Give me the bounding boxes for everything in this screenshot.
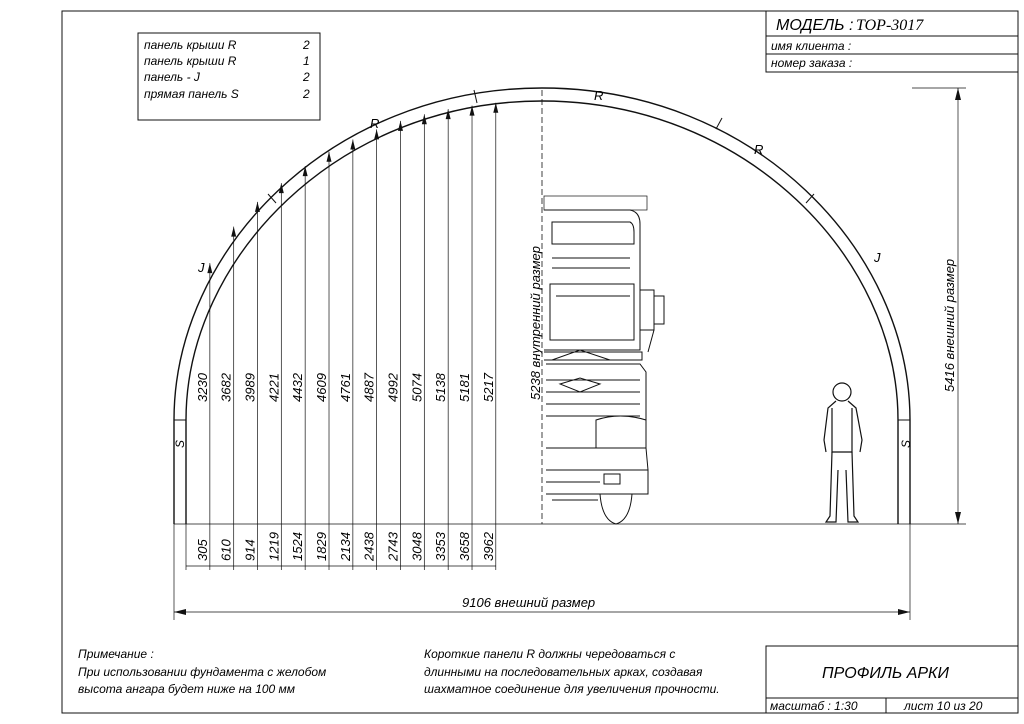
note-line-2: высота ангара будет ниже на 100 мм [78, 682, 295, 696]
sheet-frame [61, 10, 1019, 714]
panel-label-r-left: R [370, 116, 379, 131]
sheet-number: лист 10 из 20 [903, 699, 983, 713]
model-value: TOP-3017 [856, 17, 924, 34]
offset-label: 1219 [266, 532, 281, 561]
offset-label: 305 [195, 539, 210, 561]
note-title: Примечание : [78, 647, 154, 661]
height-arrow [493, 102, 499, 113]
offset-dimension-chain: 305 610 914 1219 1524 1829 2134 2438 2743 3048 335… [185, 524, 497, 570]
panel-label-s-right: S [899, 440, 913, 448]
height-label: 4761 [338, 373, 353, 402]
height-arrow [421, 114, 427, 125]
height-arrow [254, 201, 260, 212]
height-label: 5181 [457, 373, 472, 402]
offset-label: 2743 [385, 531, 400, 562]
legend-qty-1: 2 [302, 38, 310, 52]
offset-label: 914 [242, 539, 257, 561]
outer-height-dimension: 5416 внешний размер [912, 87, 966, 524]
legend-qty-2: 1 [303, 54, 310, 68]
offset-label: 3048 [409, 531, 424, 561]
note-line-1: При использовании фундамента с желобом [78, 665, 326, 679]
height-arrow [278, 183, 284, 194]
height-label: 5138 [433, 372, 448, 402]
height-label: 5217 [481, 372, 496, 402]
legend-name-3: панель - J [144, 70, 201, 84]
order-label: номер заказа : [771, 56, 852, 70]
inner-height-label: 5238 внутренний размер [528, 246, 543, 400]
panel-label-s-left: S [173, 440, 187, 448]
height-label: 4609 [314, 373, 329, 402]
legend-qty-3: 2 [302, 70, 310, 84]
offset-label: 3353 [433, 531, 448, 561]
height-arrow [231, 226, 237, 237]
offset-label: 3658 [457, 531, 472, 561]
height-arrow [469, 105, 475, 116]
height-arrow [302, 166, 308, 177]
legend-name-1: панель крыши R [144, 38, 237, 52]
arch-outer [173, 87, 911, 524]
truck-illustration [543, 195, 665, 525]
scale-label: масштаб : 1:30 [770, 699, 858, 713]
outer-width-label: 9106 внешний размер [462, 595, 595, 610]
panel-label-j-right: J [873, 250, 881, 265]
legend-name-2: панель крыши R [144, 54, 237, 68]
offset-label: 2134 [338, 532, 353, 562]
offset-label: 1829 [314, 532, 329, 561]
person-illustration [823, 382, 863, 523]
panel-label-r-top: R [594, 88, 603, 103]
offset-label: 610 [219, 539, 234, 561]
offset-label: 1524 [290, 532, 305, 561]
height-label: 4992 [385, 372, 400, 402]
height-label: 3682 [219, 372, 234, 402]
height-label: 4887 [362, 372, 377, 402]
legend-qty-4: 2 [302, 87, 310, 101]
offset-label: 2438 [362, 531, 377, 562]
height-label: 4432 [290, 372, 305, 402]
arch-labels: R R R J J S S [173, 88, 913, 448]
panel-label-j-left: J [197, 260, 205, 275]
panels-note-line-3: шахматное соединение для увеличения проч… [424, 682, 720, 696]
outer-height-label: 5416 внешний размер [942, 259, 957, 392]
panels-note-line-2: длинными на последовательных арках, созд… [424, 665, 703, 679]
height-arrow [350, 139, 356, 150]
outer-width-dimension: 9106 внешний размер [173, 524, 911, 620]
footer-block: ПРОФИЛЬ АРКИ масштаб : 1:30 лист 10 из 2… [765, 645, 1019, 714]
height-label: 3230 [195, 372, 210, 402]
height-arrow [207, 263, 213, 274]
height-arrow [326, 151, 332, 162]
notes: Примечание : При использовании фундамент… [78, 647, 720, 696]
client-label: имя клиента : [771, 39, 851, 53]
title-block: МОДЕЛЬ : TOP-3017 имя клиента : номер за… [765, 10, 1019, 73]
model-label: МОДЕЛЬ : [776, 17, 853, 34]
height-dimension-lines: 3230 3682 3989 4221 4432 4609 4761 4887 4992 5074… [195, 102, 499, 524]
height-label: 3989 [242, 373, 257, 402]
height-arrow [397, 120, 403, 131]
sheet-title: ПРОФИЛЬ АРКИ [822, 665, 949, 682]
height-label: 4221 [266, 373, 281, 402]
height-arrow [374, 129, 380, 140]
panel-legend: панель крыши R 2 панель крыши R 1 панель… [137, 32, 321, 121]
height-label: 5074 [409, 373, 424, 402]
legend-name-4: прямая панель S [144, 87, 239, 101]
offset-label: 3962 [481, 531, 496, 561]
panels-note-line-1: Короткие панели R должны чередоваться с [424, 647, 675, 661]
height-arrow [445, 109, 451, 120]
panel-label-r-right: R [754, 142, 763, 157]
